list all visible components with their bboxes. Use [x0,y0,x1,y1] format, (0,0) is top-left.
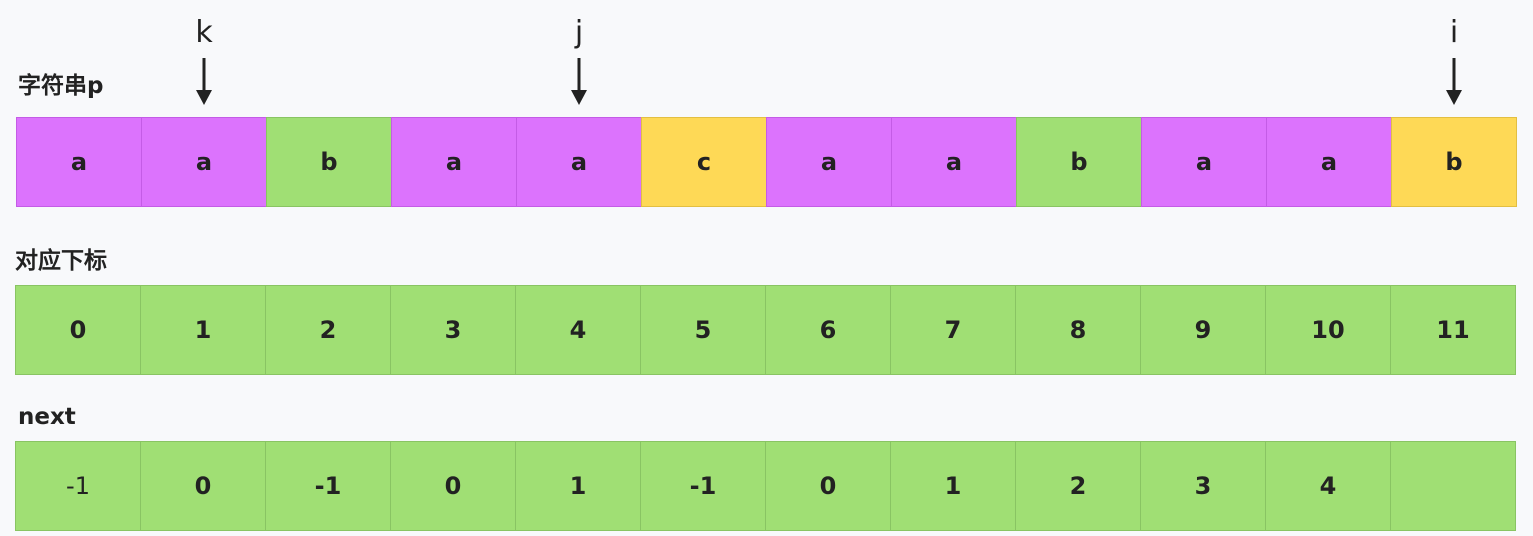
index-cell: 4 [515,285,641,375]
next-cell: -1 [265,441,391,531]
index-cell: 10 [1265,285,1391,375]
index-row-label: 对应下标 [15,248,107,274]
pointer-letter: j [574,15,584,50]
down-arrow-icon [1446,58,1462,105]
index-cell: 6 [765,285,891,375]
next-row-label: next [18,404,76,430]
next-cell: 0 [140,441,266,531]
index-cell: 5 [640,285,766,375]
next-cell: 2 [1015,441,1141,531]
next-cell: -1 [15,441,141,531]
index-cell: 7 [890,285,1016,375]
index-cell: 2 [265,285,391,375]
next-cell [1390,441,1516,531]
string-cell: b [1391,117,1517,207]
pointer-letter: k [195,15,213,50]
string-cell: a [516,117,642,207]
next-cell: -1 [640,441,766,531]
string-cell: b [1016,117,1142,207]
string-cell: a [891,117,1017,207]
next-cell: 4 [1265,441,1391,531]
down-arrow-icon [196,58,212,105]
index-cell: 9 [1140,285,1266,375]
string-cell: c [641,117,767,207]
index-cell: 3 [390,285,516,375]
string-cell: a [16,117,142,207]
arrow-head [571,90,587,105]
next-cell: 1 [515,441,641,531]
next-cell: 0 [765,441,891,531]
pointer-j: j [559,18,599,106]
next-cell: 1 [890,441,1016,531]
arrow-head [196,90,212,105]
string-cell: a [1141,117,1267,207]
index-cell: 11 [1390,285,1516,375]
string-cell: a [766,117,892,207]
arrow-head [1446,90,1462,105]
string-row-label: 字符串p [18,73,104,99]
pointer-i: i [1434,18,1474,106]
next-cell: 3 [1140,441,1266,531]
pointer-k: k [184,18,224,106]
index-cell: 0 [15,285,141,375]
pointer-letter: i [1449,15,1459,50]
next-cell: 0 [390,441,516,531]
string-cell: a [141,117,267,207]
down-arrow-icon [571,58,587,105]
string-cell: b [266,117,392,207]
string-cell: a [391,117,517,207]
index-cell: 8 [1015,285,1141,375]
index-cell: 1 [140,285,266,375]
string-cell: a [1266,117,1392,207]
